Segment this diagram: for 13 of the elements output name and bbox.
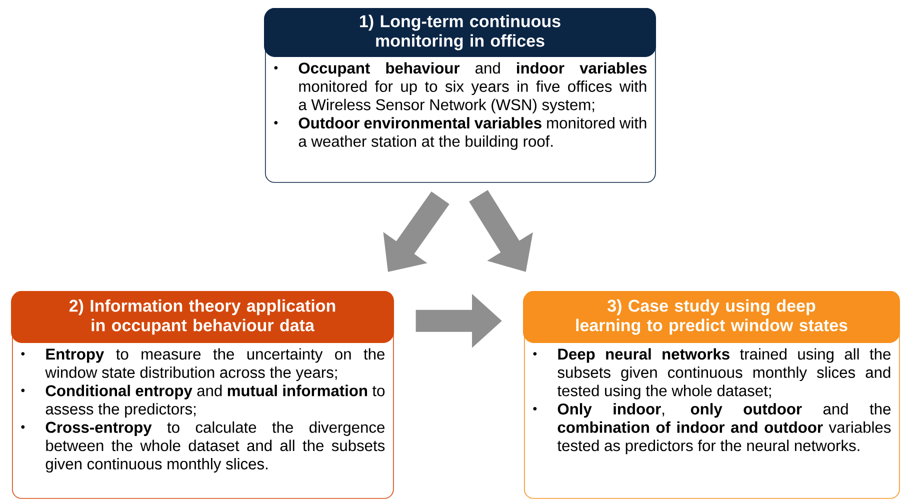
step-box	[264, 8, 656, 183]
bullet-item: Only indoor, only outdoor and the combination of indoor and outdoor variables tested as predictors for the neural networks.	[533, 403, 891, 454]
bullet-item: Outdoor environmental variables monitored with a weather station at the building roof.	[274, 117, 646, 150]
bullet-item: Entropy to measure the uncertainty on the window state distribution across the years;	[21, 348, 384, 382]
step-box	[11, 291, 394, 499]
step-heading: 1) Long-term continuous monitoring in offices	[264, 8, 656, 57]
step-box	[523, 291, 900, 499]
step-heading: 3) Case study using deep learning to predict window states	[523, 291, 900, 343]
step-heading: 2) Information theory application in occupant behaviour data	[11, 291, 394, 343]
bullet-item: Cross-entropy to calculate the divergence between the whole dataset and all the subsets given continuous monthly slices.	[21, 421, 385, 473]
bullet-item: Occupant behaviour and indoor variables monitored for up to six years in five offices with a Wireless Sensor Network (WSN) system;	[274, 62, 647, 114]
bullet-item: Deep neural networks trained using all the subsets given continuous monthly slices and tested using the whole dataset;	[533, 348, 890, 400]
bullet-item: Conditional entropy and mutual information to assess the predictors;	[21, 384, 385, 418]
